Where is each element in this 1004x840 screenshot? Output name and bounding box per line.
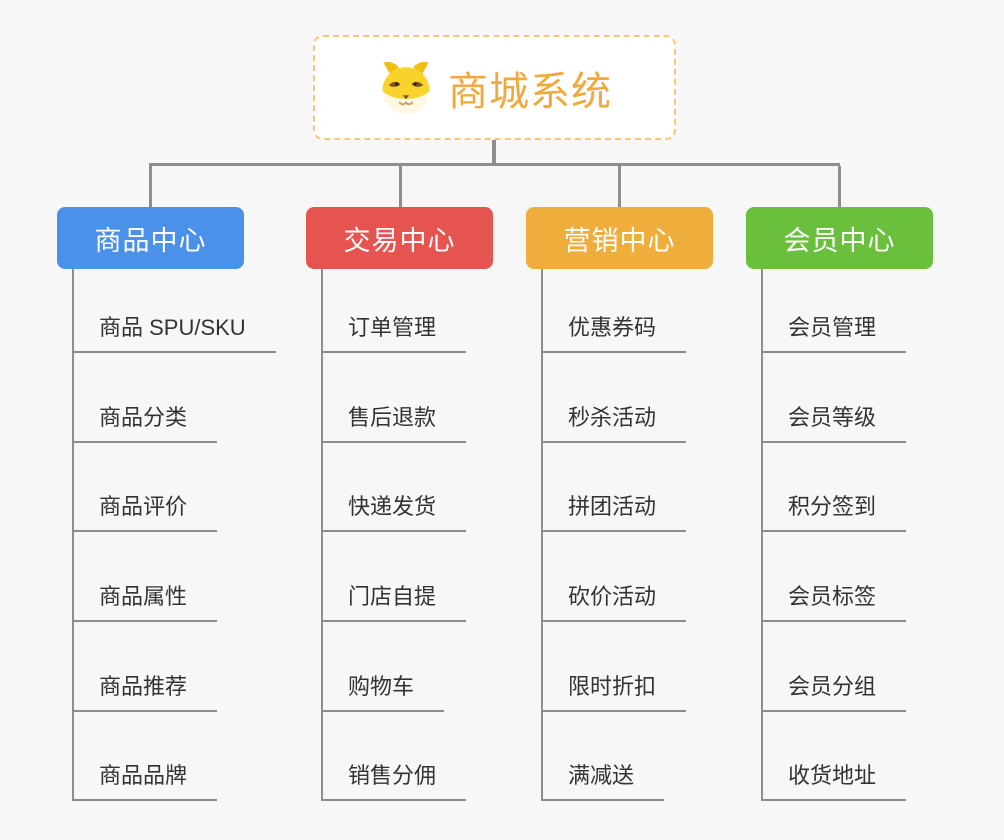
child-topic[interactable]: 会员等级: [761, 397, 907, 443]
connector-drop: [838, 166, 841, 207]
child-topic[interactable]: 砍价活动: [541, 576, 687, 622]
child-topic[interactable]: 售后退款: [321, 397, 467, 443]
connector-root-stem: [492, 140, 496, 165]
child-topic[interactable]: 限时折扣: [541, 666, 687, 712]
child-topic[interactable]: 商品分类: [72, 397, 218, 443]
root-topic[interactable]: 商城系统: [313, 35, 676, 140]
child-topic[interactable]: 订单管理: [321, 307, 467, 353]
root-topic-label: 商城系统: [448, 69, 612, 114]
child-topic[interactable]: 会员分组: [761, 666, 907, 712]
branch-spine: [72, 269, 74, 801]
connector-drop: [149, 166, 152, 207]
branch-spine: [761, 269, 763, 801]
child-topic[interactable]: 商品推荐: [72, 666, 218, 712]
child-topic[interactable]: 收货地址: [761, 755, 907, 801]
child-topic[interactable]: 满减送: [541, 755, 665, 801]
branch-topic-member[interactable]: 会员中心: [746, 207, 933, 269]
child-topic[interactable]: 快递发货: [321, 486, 467, 532]
branch-topic-marketing[interactable]: 营销中心: [526, 207, 713, 269]
child-topic[interactable]: 商品评价: [72, 486, 218, 532]
child-topic[interactable]: 门店自提: [321, 576, 467, 622]
branch-topic-product[interactable]: 商品中心: [57, 207, 244, 269]
child-topic[interactable]: 商品 SPU/SKU: [72, 307, 276, 353]
child-topic[interactable]: 秒杀活动: [541, 397, 687, 443]
branch-topic-trade[interactable]: 交易中心: [306, 207, 493, 269]
child-topic[interactable]: 会员标签: [761, 576, 907, 622]
child-topic[interactable]: 商品品牌: [72, 755, 218, 801]
connector-drop: [399, 166, 402, 207]
child-topic[interactable]: 拼团活动: [541, 486, 687, 532]
child-topic[interactable]: 商品属性: [72, 576, 218, 622]
branch-spine: [541, 269, 543, 801]
dog-face-icon: [382, 61, 430, 114]
connector-bus: [149, 163, 840, 166]
connector-drop: [618, 166, 621, 207]
child-topic[interactable]: 销售分佣: [321, 755, 467, 801]
child-topic[interactable]: 购物车: [321, 666, 445, 712]
child-topic[interactable]: 会员管理: [761, 307, 907, 353]
child-topic[interactable]: 积分签到: [761, 486, 907, 532]
branch-spine: [321, 269, 323, 801]
child-topic[interactable]: 优惠券码: [541, 307, 687, 353]
